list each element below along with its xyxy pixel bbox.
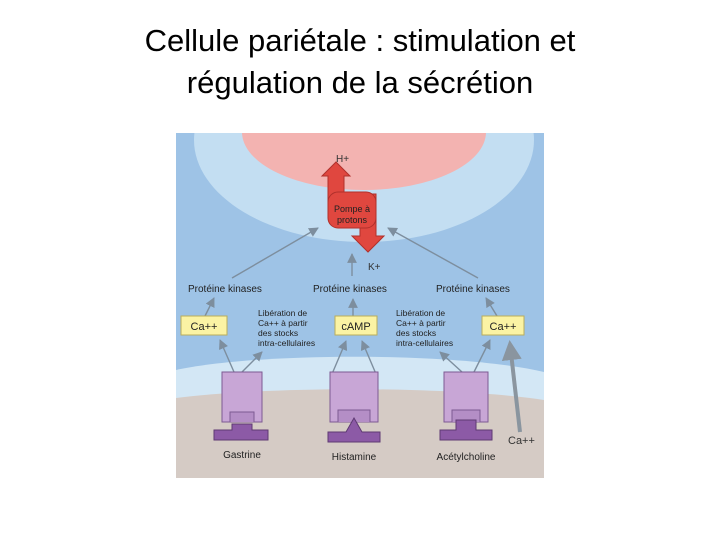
arrow-gastrine-to-ca: [219, 339, 235, 373]
pump-label-2: protons: [337, 215, 368, 225]
liberation-left-line-3: des stocks: [258, 328, 298, 338]
gastrine-ligand: [213, 423, 269, 441]
liberation-left-line-2: Ca++ à partir: [258, 318, 308, 328]
liberation-left-line-4: intra-cellulaires: [258, 338, 315, 348]
histamine-receptor: [327, 371, 381, 443]
gastrine-receptor: [213, 371, 269, 441]
h-plus-label: H+: [336, 154, 349, 165]
title-line-2: régulation de la sécrétion: [186, 65, 534, 100]
ca-left-label: Ca++: [191, 321, 218, 333]
arrow-histamine-to-camp-1: [331, 340, 348, 375]
liberation-right-line-4: intra-cellulaires: [396, 338, 453, 348]
camp-label: cAMP: [341, 321, 370, 333]
histamine-label: Histamine: [332, 452, 377, 463]
liberation-left-line-1: Libération de: [258, 308, 307, 318]
liberation-right-line-1: Libération de: [396, 308, 445, 318]
acetylcholine-ligand: [439, 419, 493, 441]
lumen: [242, 133, 486, 190]
calcium-entry-label: Ca++: [508, 435, 535, 447]
gastrine-label: Gastrine: [223, 450, 261, 461]
liberation-right-line-3: des stocks: [396, 328, 436, 338]
pump-label-1: Pompe à: [334, 204, 370, 214]
kinase-center-label: Protéine kinases: [313, 284, 387, 295]
ca-left-box: [180, 315, 228, 336]
arrow-acetylcholine-to-liberation: [439, 351, 463, 373]
arrow-ca-right-to-kinase: [485, 297, 498, 317]
title-line-1: Cellule pariétale : stimulation et: [144, 23, 576, 58]
acetylcholine-label: Acétylcholine: [437, 452, 496, 463]
ca-right-box: [481, 315, 525, 336]
arrow-kinase-left-to-pump: [231, 227, 319, 279]
liberation-right-line-2: Ca++ à partir: [396, 318, 446, 328]
histamine-ligand: [327, 416, 381, 443]
ca-right-label: Ca++: [490, 321, 517, 333]
arrow-ca-left-to-kinase: [204, 297, 215, 317]
kinase-right-label: Protéine kinases: [436, 284, 510, 295]
figure: H+ Pompe à protons K+ Protéine kinases P…: [176, 133, 544, 478]
arrow-gastrine-to-liberation: [241, 351, 263, 373]
k-plus-label: K+: [368, 262, 381, 273]
proton-pump: [320, 161, 386, 253]
arrow-kinase-right-to-pump: [387, 227, 479, 279]
arrow-histamine-to-camp-2: [360, 340, 377, 375]
arrow-acetylcholine-to-ca: [473, 339, 491, 373]
acetylcholine-receptor: [439, 371, 493, 441]
camp-box: [334, 315, 378, 336]
kinase-left-label: Protéine kinases: [188, 284, 262, 295]
calcium-entry-arrow: [501, 340, 522, 433]
slide-title: Cellule pariétale : stimulation et régul…: [0, 20, 720, 104]
